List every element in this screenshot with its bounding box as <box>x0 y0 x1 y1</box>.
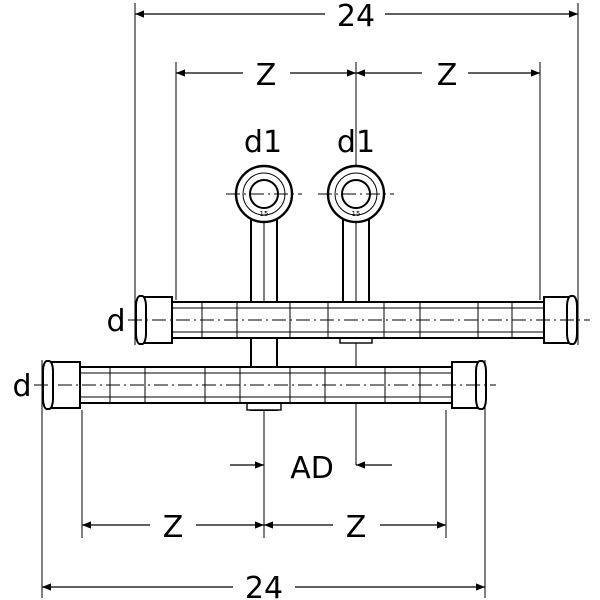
z-top-right-label: Z <box>437 58 458 93</box>
z-bottom-right-label: Z <box>346 510 367 545</box>
dimension-top-z: Z Z <box>176 58 540 93</box>
outlet-right-label: d1 <box>337 125 375 160</box>
dimension-bottom-z: Z Z <box>82 510 446 545</box>
outlet-right: 15 <box>318 164 394 307</box>
outlet-left: 15 <box>226 164 302 307</box>
dimension-bottom-length: 24 <box>42 571 485 600</box>
dimension-offset: AD <box>230 451 392 486</box>
d-bottom-label: d <box>12 369 31 404</box>
d-top-label: d <box>106 304 125 339</box>
outlet-left-mark: 15 <box>260 210 269 218</box>
dimension-top-length: 24 <box>135 0 578 34</box>
outlet-left-label: d1 <box>244 125 282 160</box>
z-bottom-left-label: Z <box>163 510 184 545</box>
top-distribution-bar <box>128 295 590 345</box>
offset-label: AD <box>290 451 334 486</box>
top-length-label: 24 <box>337 0 375 34</box>
z-top-left-label: Z <box>256 58 277 93</box>
bottom-length-label: 24 <box>245 571 283 600</box>
outlet-right-mark: 15 <box>352 210 361 218</box>
extension-lines <box>41 3 579 598</box>
bottom-distribution-bar <box>34 360 496 410</box>
